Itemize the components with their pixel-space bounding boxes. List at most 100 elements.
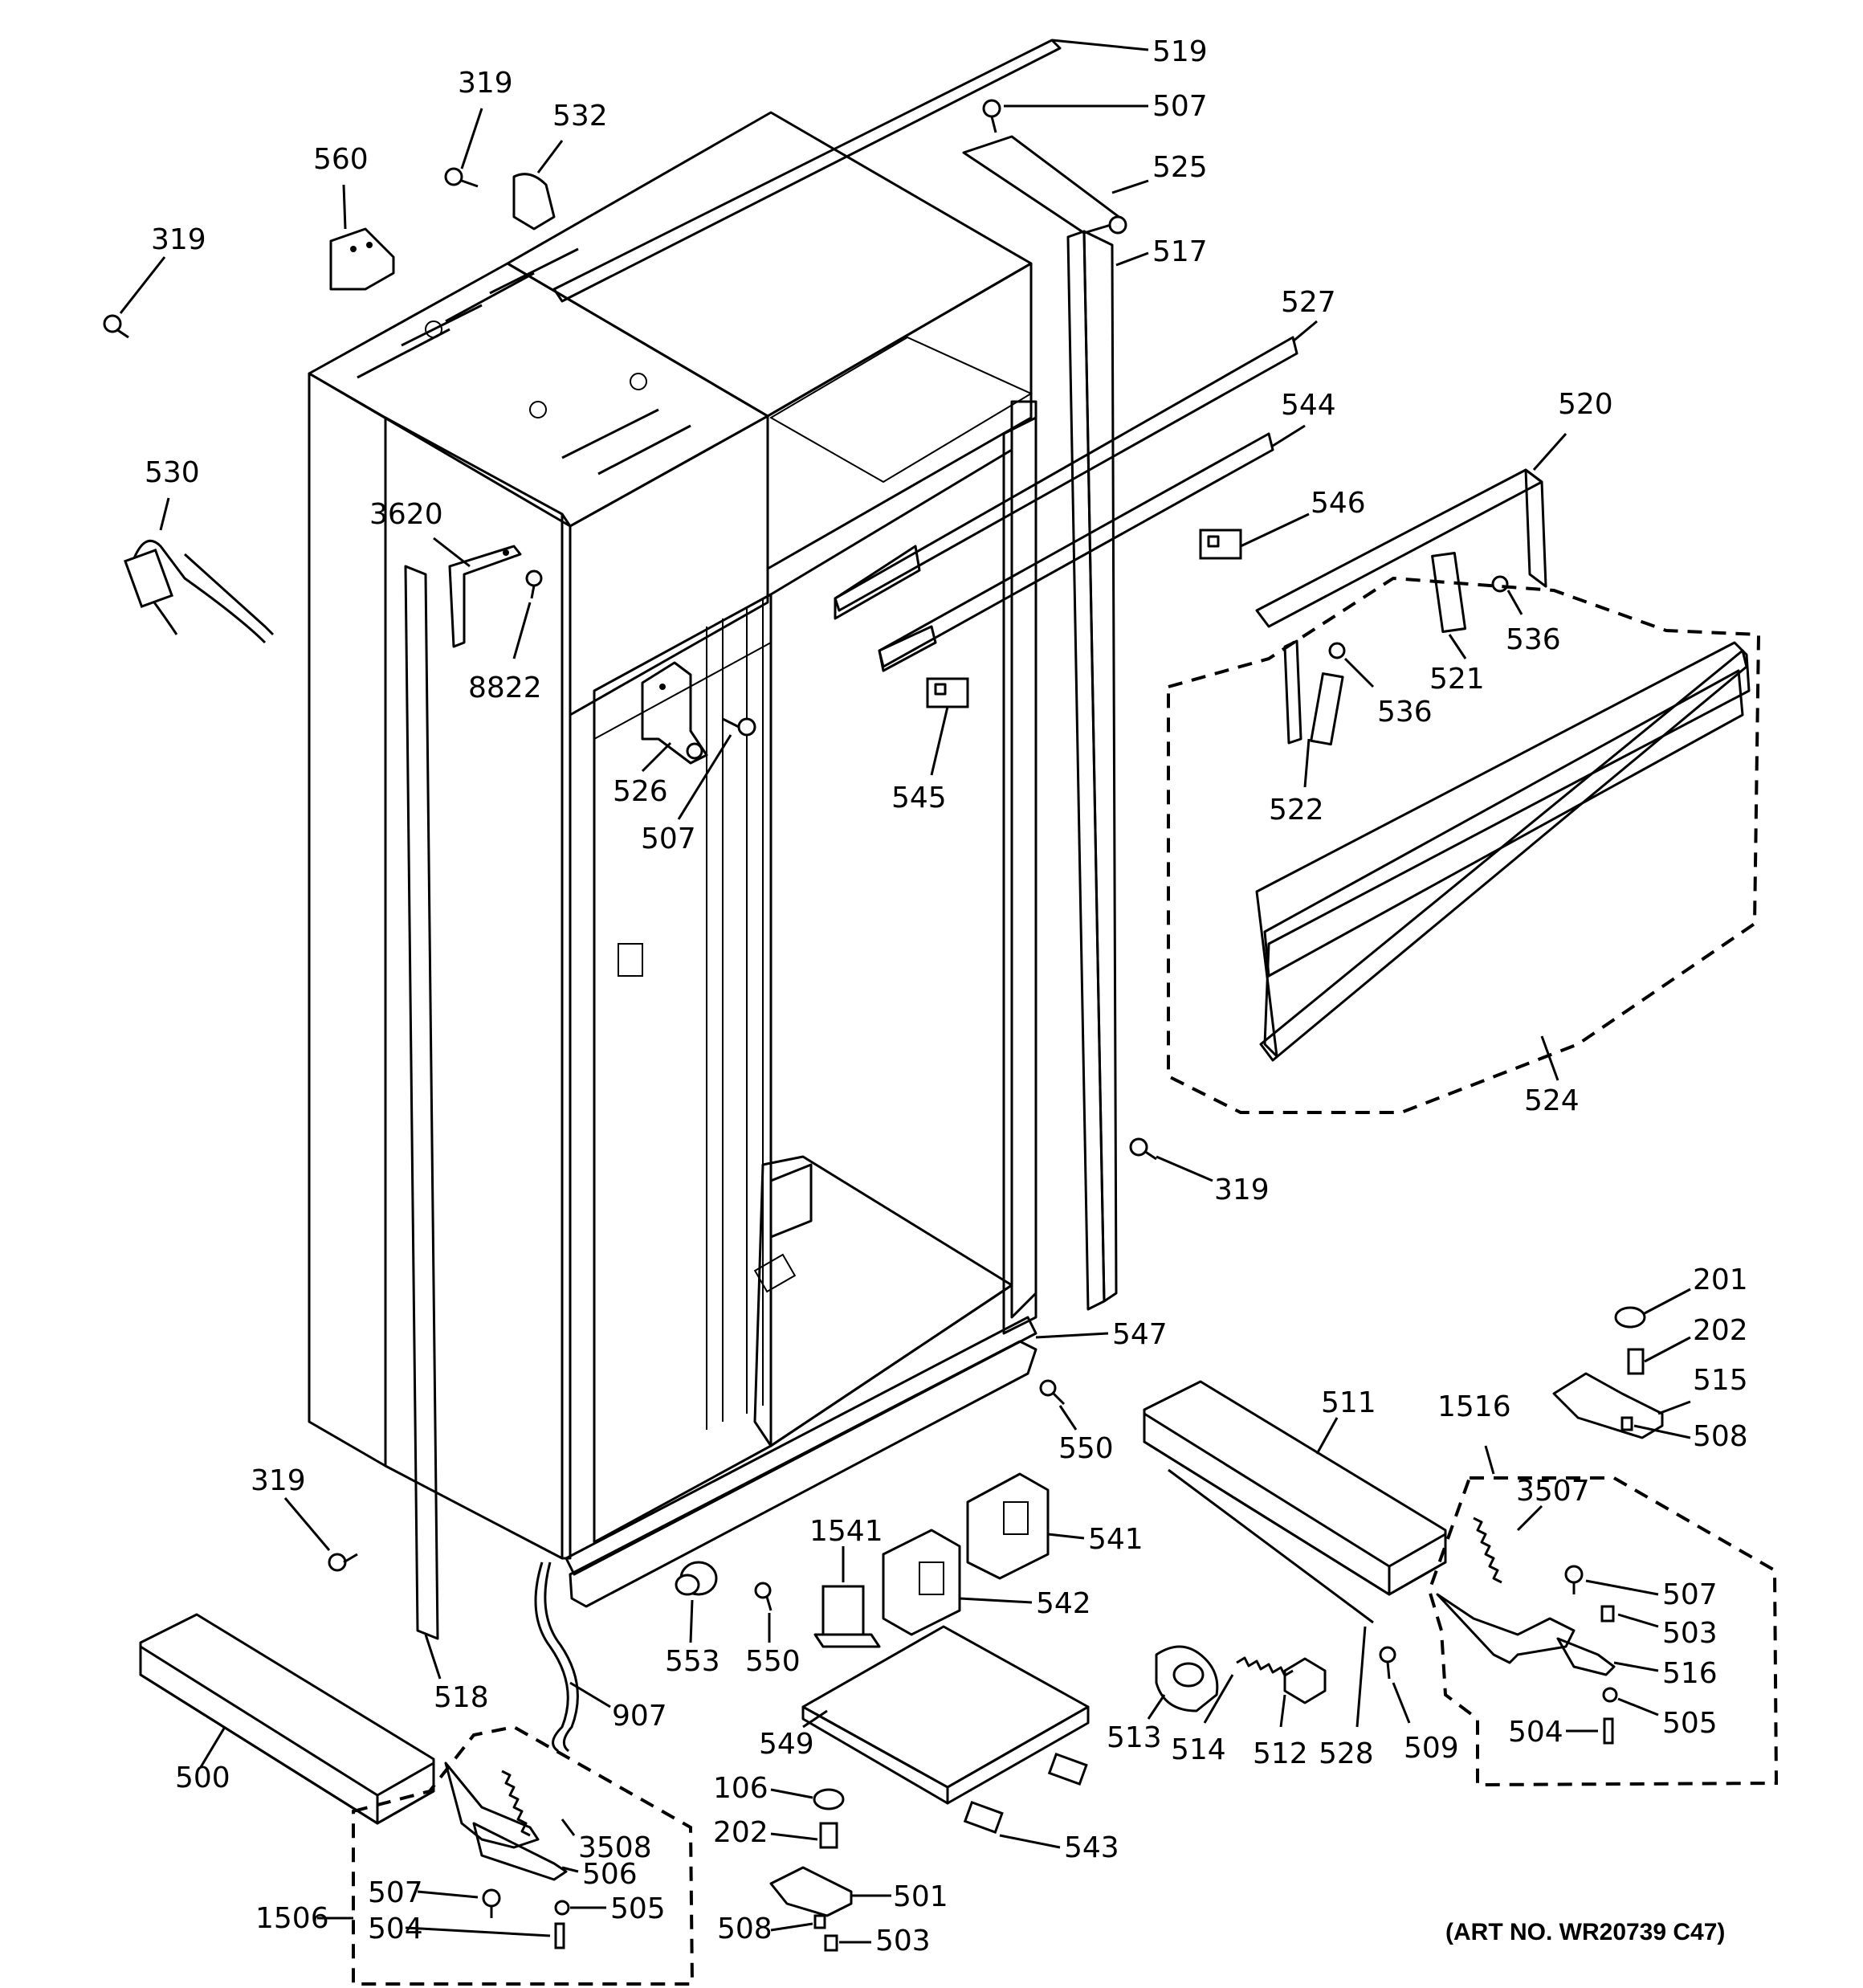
label-505: 505 [610, 1892, 666, 1925]
label-519: 519 [1152, 35, 1208, 68]
label-505: 505 [1662, 1707, 1718, 1740]
label-553: 553 [665, 1645, 720, 1678]
part-509-screw [1379, 1646, 1411, 1724]
part-505-bushing-a [1602, 1687, 1659, 1717]
label-515: 515 [1693, 1364, 1748, 1397]
label-547: 547 [1112, 1318, 1168, 1351]
label-546: 546 [1311, 487, 1366, 520]
part-201-cap [1614, 1288, 1691, 1329]
part-511-housing [1143, 1380, 1447, 1596]
label-501: 501 [893, 1880, 948, 1913]
part-515-hinge [1552, 1372, 1691, 1439]
label-8822: 8822 [468, 672, 542, 704]
label-514: 514 [1171, 1733, 1226, 1766]
label-1516: 1516 [1437, 1390, 1511, 1423]
part-543-bracket [963, 1752, 1088, 1849]
label-201: 201 [1693, 1263, 1748, 1296]
part-547-strip [569, 1332, 1109, 1608]
label-532: 532 [552, 100, 608, 133]
label-907: 907 [612, 1700, 667, 1733]
art-number: (ART NO. WR20739 C47) [1445, 1919, 1725, 1945]
part-518-strip [404, 565, 442, 1680]
label-542: 542 [1036, 1587, 1091, 1620]
label-513: 513 [1107, 1721, 1162, 1754]
label-544: 544 [1281, 389, 1336, 422]
part-524-gasket-group [1167, 576, 1761, 1114]
label-550: 550 [1058, 1432, 1114, 1465]
label-1541: 1541 [809, 1515, 883, 1548]
part-542-relay [882, 1529, 1033, 1636]
part-503-spacer-a [1600, 1605, 1659, 1628]
label-520: 520 [1558, 388, 1613, 421]
part-553-grommet [675, 1561, 718, 1643]
part-521-hinge [1431, 552, 1467, 659]
part-106-nut [770, 1788, 845, 1810]
part-503-spacer-b [824, 1934, 871, 1952]
label-3508: 3508 [578, 1831, 652, 1864]
part-541-relay [966, 1472, 1085, 1580]
part-319-screw-d [283, 1497, 358, 1572]
label-527: 527 [1281, 286, 1336, 319]
part-505-bushing [554, 1900, 606, 1916]
label-543: 543 [1064, 1831, 1119, 1864]
part-3508-spring [501, 1770, 576, 1837]
part-546-switch [1199, 512, 1310, 560]
part-512-bracket [1279, 1657, 1327, 1728]
part-507-screw-mid [677, 717, 756, 820]
label-521: 521 [1429, 663, 1485, 696]
part-513-motor [1147, 1645, 1219, 1720]
label-508: 508 [1693, 1420, 1748, 1453]
label-506: 506 [582, 1858, 638, 1891]
part-549-tray [801, 1625, 1090, 1805]
label-1506: 1506 [255, 1902, 329, 1935]
callout-labels: 519 507 525 517 527 544 520 546 536 521 … [145, 35, 1748, 1957]
part-514-spring [1203, 1656, 1294, 1724]
label-518: 518 [434, 1681, 489, 1714]
part-536-screw-b [1328, 642, 1375, 688]
label-524: 524 [1524, 1084, 1580, 1117]
label-560: 560 [313, 143, 369, 176]
label-319: 319 [458, 67, 513, 100]
label-512: 512 [1253, 1737, 1308, 1770]
part-500-housing [139, 1613, 435, 1825]
label-550: 550 [745, 1645, 801, 1678]
part-319-screw-c [1129, 1137, 1213, 1182]
part-507-screw-top [982, 99, 1148, 133]
part-202-bolt-b [770, 1822, 838, 1849]
part-527-rail [834, 320, 1318, 620]
label-503: 503 [875, 1925, 931, 1957]
label-503: 503 [1662, 1617, 1718, 1650]
part-8822-screw [512, 569, 543, 659]
label-541: 541 [1088, 1523, 1143, 1556]
part-517-trim [1066, 230, 1149, 1311]
part-530-harness [124, 497, 275, 644]
label-517: 517 [1152, 235, 1208, 268]
part-508-pin-a [1620, 1416, 1691, 1439]
label-549: 549 [759, 1728, 814, 1761]
label-536: 536 [1506, 623, 1561, 656]
label-545: 545 [891, 782, 947, 814]
part-501-bracket [769, 1866, 891, 1917]
label-508: 508 [717, 1912, 773, 1945]
part-532 [512, 140, 564, 231]
part-536-screw-a [1491, 575, 1523, 615]
part-507-screw-bottom [417, 1888, 501, 1918]
label-319: 319 [1214, 1174, 1270, 1206]
label-516: 516 [1662, 1657, 1718, 1690]
label-500: 500 [175, 1761, 230, 1794]
label-3620: 3620 [369, 498, 443, 531]
part-507-screw-right [1564, 1565, 1659, 1596]
label-507: 507 [641, 823, 696, 855]
part-1541-capacitor [813, 1546, 881, 1648]
label-507: 507 [368, 1876, 423, 1909]
label-106: 106 [713, 1772, 768, 1805]
label-202: 202 [713, 1816, 768, 1849]
part-516-lever [1436, 1593, 1659, 1676]
label-319: 319 [251, 1464, 306, 1497]
part-545-switch [926, 677, 969, 776]
part-1516-group [1427, 1445, 1779, 1787]
part-1506-group [317, 1725, 695, 1986]
part-508-pin-b [770, 1914, 826, 1932]
label-525: 525 [1152, 151, 1208, 184]
